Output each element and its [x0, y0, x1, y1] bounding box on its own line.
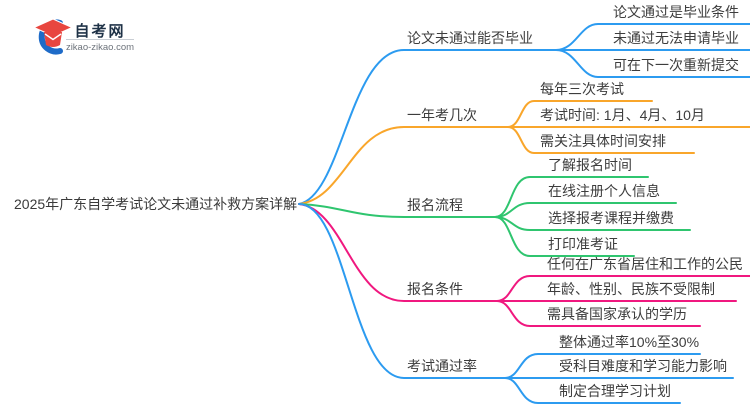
- child-node: 年龄、性别、民族不受限制: [547, 281, 715, 297]
- child-node: 考试时间: 1月、4月、10月: [540, 107, 705, 123]
- branch-label-graduation: 论文未通过能否毕业: [407, 30, 533, 46]
- connector-branch5-child3: [504, 377, 681, 404]
- connector-branch3-main: [298, 203, 496, 218]
- central-topic: 2025年广东自学考试论文未通过补救方案详解: [14, 196, 298, 212]
- logo-divider: [66, 39, 134, 40]
- connector-branch4-child3: [496, 300, 701, 327]
- logo-title: 自考网: [74, 23, 126, 40]
- branch-label-registration-requirements: 报名条件: [407, 281, 463, 297]
- logo-domain: zikao-zikao.com: [65, 42, 135, 53]
- connector-branch2-main: [298, 126, 509, 205]
- child-node: 每年三次考试: [540, 81, 624, 97]
- child-node: 需具备国家承认的学历: [547, 306, 687, 322]
- child-node: 了解报名时间: [548, 157, 632, 173]
- connector-branch3-child4: [494, 216, 635, 257]
- connector-branch1-main: [298, 49, 557, 205]
- branch-label-pass-rate: 考试通过率: [407, 358, 477, 374]
- branch-label-exam-frequency: 一年考几次: [407, 107, 477, 123]
- branch-label-registration-process: 报名流程: [407, 197, 463, 213]
- child-node: 受科目难度和学习能力影响: [559, 358, 727, 374]
- child-node: 选择报考课程并缴费: [548, 210, 674, 226]
- connector-branch4-main: [298, 203, 498, 302]
- child-node: 需关注具体时间安排: [540, 133, 666, 149]
- child-node: 可在下一次重新提交: [613, 57, 739, 73]
- logo: 自考网 zikao-zikao.com: [28, 10, 178, 62]
- graduation-cap-icon: [32, 18, 74, 55]
- child-node: 论文通过是毕业条件: [613, 4, 739, 20]
- child-node: 制定合理学习计划: [559, 383, 671, 399]
- connector-branch2-child3: [507, 126, 695, 154]
- connector-branch5-main: [298, 203, 506, 379]
- child-node: 未通过无法申请毕业: [613, 30, 739, 46]
- child-node: 打印准考证: [548, 236, 618, 252]
- child-node: 任何在广东省居住和工作的公民: [547, 256, 743, 272]
- connector-branch1-child3: [555, 49, 750, 78]
- child-node: 整体通过率10%至30%: [559, 334, 700, 350]
- child-node: 在线注册个人信息: [548, 183, 660, 199]
